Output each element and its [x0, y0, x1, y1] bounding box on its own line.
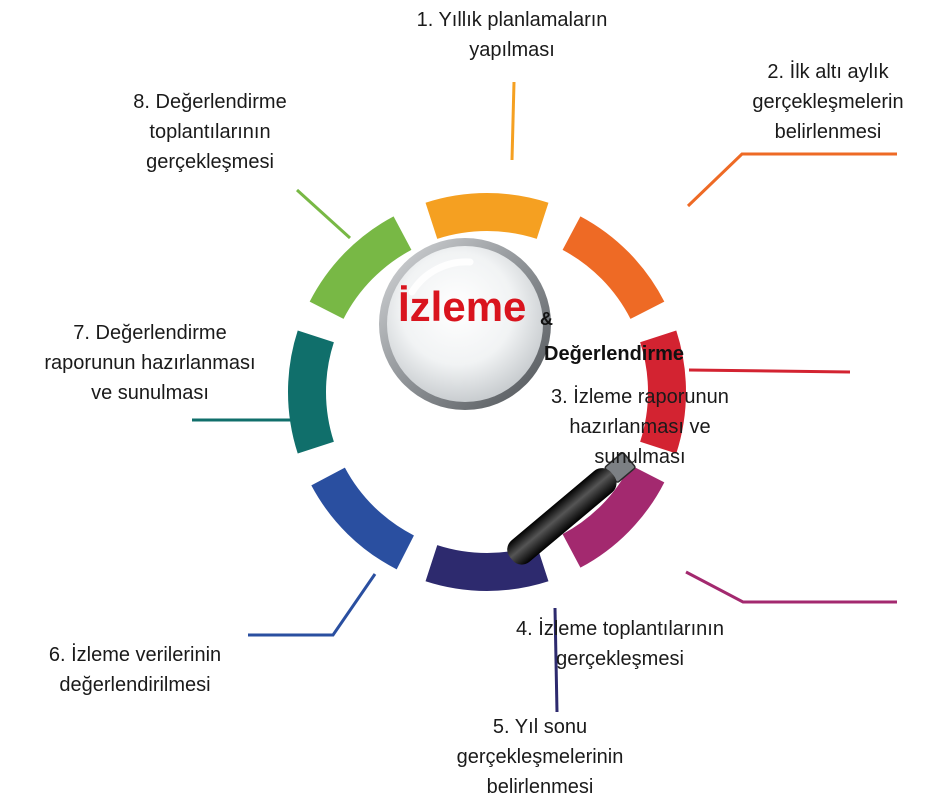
step-3-label: 3. İzleme raporunun hazırlanması ve sunu…	[551, 386, 729, 468]
step-8-arc	[309, 216, 412, 320]
step-4-arc	[562, 464, 665, 568]
step-6-arc	[311, 467, 415, 570]
step-5-label: 5. Yıl sonu gerçekleşmelerinin belirlenm…	[456, 716, 624, 798]
step-2-label: 2. İlk altı aylık gerçekleşmelerin belir…	[752, 61, 904, 143]
connector-lines	[192, 81, 897, 713]
step-8-label: 8. Değerlendirme toplantılarının gerçekl…	[133, 91, 287, 173]
cycle-arcs	[288, 193, 686, 591]
step-6-label: 6. İzleme verilerinin değerlendirilmesi	[48, 644, 222, 696]
step-8-connector	[295, 188, 352, 240]
step-5-connector	[553, 607, 559, 713]
step-6-connector	[248, 573, 377, 637]
step-4-label: 4. İzleme toplantılarının gerçekleşmesi	[516, 618, 724, 670]
magnifier-icon	[379, 238, 636, 565]
step-1-connector	[510, 81, 516, 161]
center-title: İzleme	[398, 283, 527, 330]
step-2-connector	[686, 152, 897, 208]
step-2-arc	[562, 216, 665, 320]
center-ampersand: &	[540, 309, 553, 329]
step-3-arc	[640, 330, 686, 454]
step-5-arc	[425, 545, 549, 591]
step-7-label: 7. Değerlendirme raporunun hazırlanması …	[44, 322, 256, 404]
step-1-arc	[425, 193, 549, 239]
step-1-label: 1. Yıllık planlamaların yapılması	[416, 9, 608, 61]
center-subtitle: Değerlendirme	[544, 343, 685, 365]
step-4-connector	[685, 570, 897, 604]
step-7-arc	[288, 330, 334, 454]
step-3-connector	[688, 368, 851, 374]
